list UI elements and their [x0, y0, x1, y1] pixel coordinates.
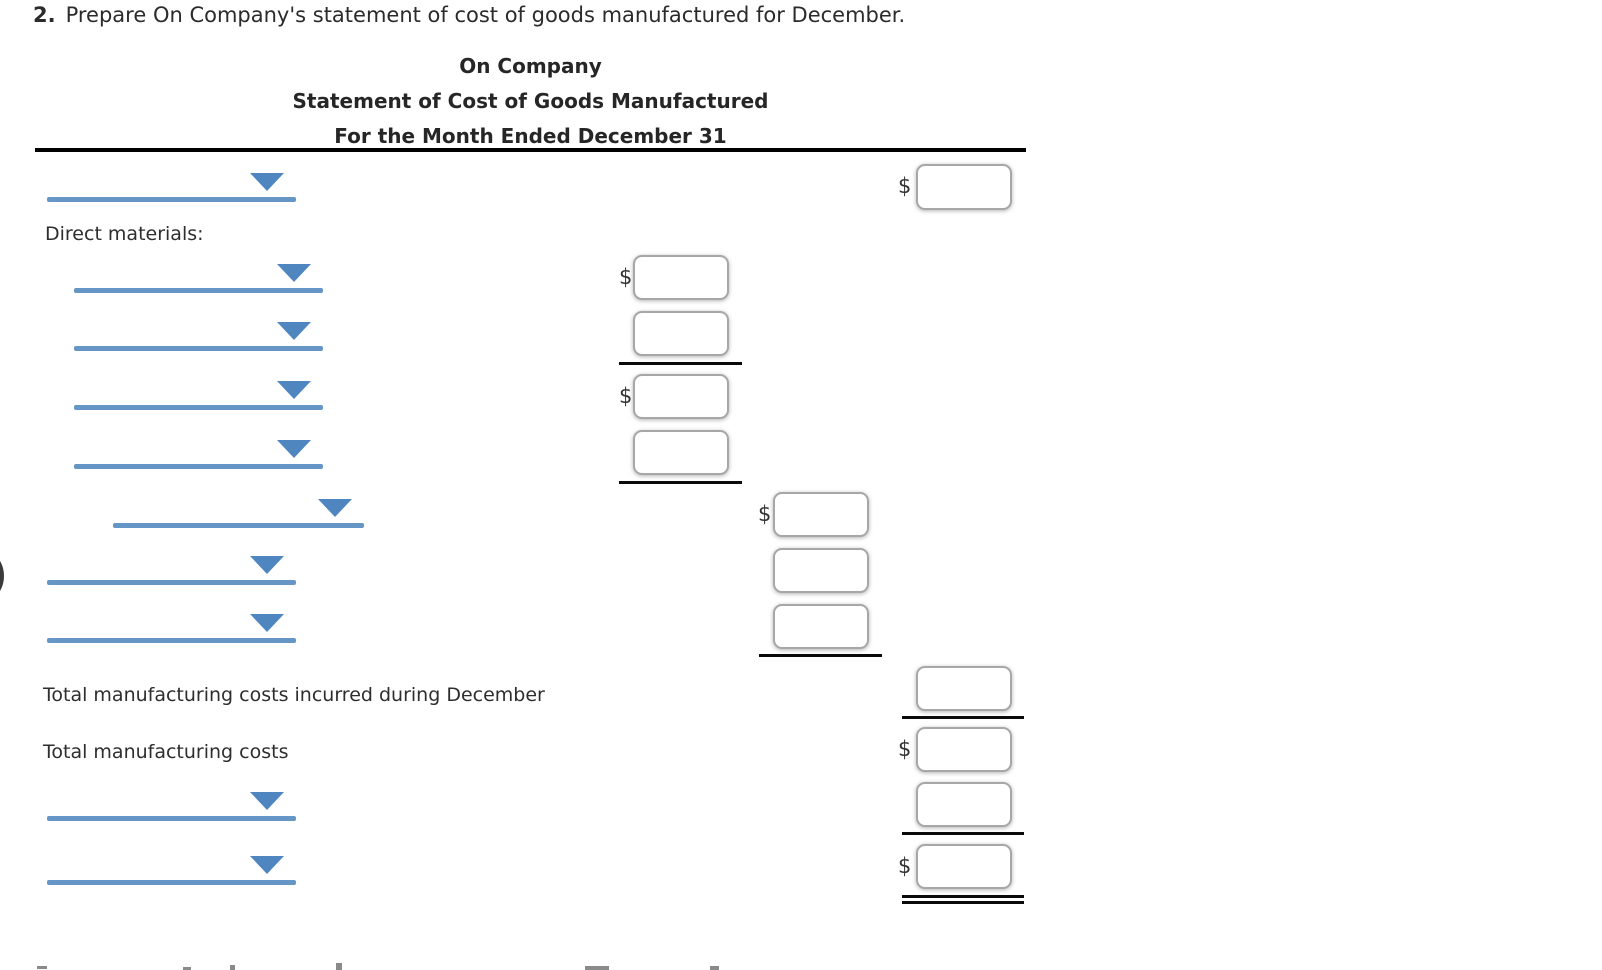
line-select-4[interactable] — [74, 380, 323, 411]
line-select-1[interactable] — [47, 172, 296, 203]
dropdown-arrow-icon — [318, 499, 352, 517]
amount-input-final-total[interactable] — [916, 844, 1012, 889]
currency-symbol: $ — [898, 174, 912, 198]
amount-input-row12[interactable] — [916, 782, 1012, 827]
currency-symbol: $ — [898, 854, 912, 878]
line-select-2[interactable] — [74, 263, 323, 294]
select-underline — [47, 197, 296, 202]
task-prompt: 2. Prepare On Company's statement of cost… — [33, 2, 905, 28]
select-underline — [113, 523, 364, 528]
statement-title: Statement of Cost of Goods Manufactured — [292, 89, 769, 113]
amount-input-row1[interactable] — [916, 164, 1012, 210]
line-select-7[interactable] — [47, 555, 296, 586]
select-underline — [47, 880, 296, 885]
cut-off-text-fragment — [336, 963, 342, 970]
subtotal-rule — [902, 716, 1024, 719]
header-rule — [35, 148, 1026, 152]
line-select-5[interactable] — [74, 439, 323, 470]
cut-off-text-fragment — [585, 966, 609, 970]
amount-input-mid-1[interactable] — [773, 492, 869, 537]
amount-input-dm-3[interactable] — [633, 374, 729, 419]
dropdown-arrow-icon — [250, 856, 284, 874]
company-name: On Company — [459, 54, 602, 78]
cut-off-text-fragment — [183, 967, 191, 970]
amount-input-dm-4[interactable] — [633, 430, 729, 475]
subtotal-rule — [619, 362, 742, 365]
cut-off-text-fragment — [230, 965, 235, 970]
amount-input-mid-3[interactable] — [773, 604, 869, 649]
dropdown-arrow-icon — [277, 264, 311, 282]
line-select-9[interactable] — [47, 791, 296, 822]
line-select-8[interactable] — [47, 613, 296, 644]
amount-input-dm-1[interactable] — [633, 255, 729, 300]
currency-symbol: $ — [619, 265, 633, 289]
amount-input-dm-2[interactable] — [633, 311, 729, 356]
amount-input-total-mfg[interactable] — [916, 727, 1012, 772]
total-mfg-incurred-label: Total manufacturing costs incurred durin… — [43, 684, 545, 706]
select-underline — [74, 464, 323, 469]
amount-input-mid-2[interactable] — [773, 548, 869, 593]
select-underline — [47, 580, 296, 585]
subtotal-rule — [759, 654, 882, 657]
line-select-3[interactable] — [74, 321, 323, 352]
dropdown-arrow-icon — [250, 173, 284, 191]
dropdown-arrow-icon — [250, 614, 284, 632]
currency-symbol: $ — [898, 737, 912, 761]
task-number: 2. — [33, 3, 56, 27]
double-rule-bottom — [902, 901, 1024, 904]
dropdown-arrow-icon — [250, 792, 284, 810]
line-select-6[interactable] — [113, 498, 364, 529]
select-underline — [47, 638, 296, 643]
task-text: Prepare On Company's statement of cost o… — [65, 3, 906, 27]
dropdown-arrow-icon — [277, 322, 311, 340]
dropdown-arrow-icon — [250, 556, 284, 574]
cut-off-text-fragment — [710, 966, 719, 970]
select-underline — [47, 816, 296, 821]
total-mfg-costs-label: Total manufacturing costs — [43, 741, 289, 763]
select-underline — [74, 405, 323, 410]
dropdown-arrow-icon — [277, 381, 311, 399]
subtotal-rule — [619, 481, 742, 484]
direct-materials-label: Direct materials: — [45, 223, 204, 245]
line-select-10[interactable] — [47, 855, 296, 886]
subtotal-rule — [902, 832, 1024, 835]
cut-off-text-fragment — [37, 966, 47, 969]
select-underline — [74, 346, 323, 351]
statement-period: For the Month Ended December 31 — [334, 124, 727, 148]
dropdown-arrow-icon — [277, 440, 311, 458]
select-underline — [74, 288, 323, 293]
currency-symbol: $ — [758, 502, 772, 526]
amount-input-total-incurred[interactable] — [916, 666, 1012, 711]
currency-symbol: $ — [619, 384, 633, 408]
cut-off-parenthesis — [0, 546, 4, 606]
double-rule-top — [902, 895, 1024, 898]
